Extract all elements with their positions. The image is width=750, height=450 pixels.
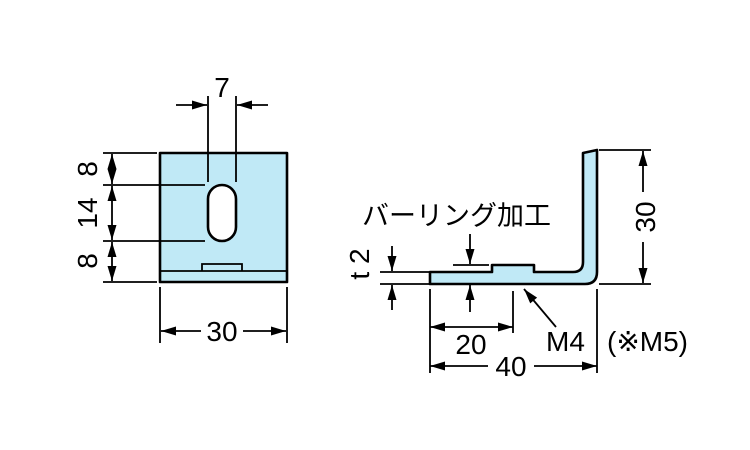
thread-leader-arrow: [523, 288, 557, 328]
dim-label-length: 40: [495, 351, 526, 382]
burring-process-label: バーリング加工: [362, 201, 551, 231]
label-mask: [629, 192, 657, 242]
dim-label-height: 30: [630, 201, 661, 232]
thread-label: M4: [546, 326, 585, 357]
side-view: バーリング加工 t 2 30 20 40 M4 (※M5): [344, 148, 688, 382]
burring-boss-front: [201, 263, 243, 271]
label-mask: [201, 317, 243, 345]
dim-label-top-offset: 8: [72, 161, 103, 177]
dim-label-width: 30: [206, 316, 237, 347]
dim-label-hole-offset: 20: [455, 329, 486, 360]
dim-label-slot-length: 14: [72, 197, 103, 228]
bracket-profile: [428, 148, 599, 286]
front-view: 7 8 14 8 30: [72, 72, 289, 347]
thread-alt-label: (※M5): [607, 326, 688, 357]
slot-hole: [206, 183, 238, 243]
dim-label-thickness: t 2: [344, 248, 375, 279]
dim-label-bottom-offset: 8: [72, 253, 103, 269]
label-mask: [488, 352, 534, 380]
dim-label-slot-width: 7: [214, 72, 230, 103]
